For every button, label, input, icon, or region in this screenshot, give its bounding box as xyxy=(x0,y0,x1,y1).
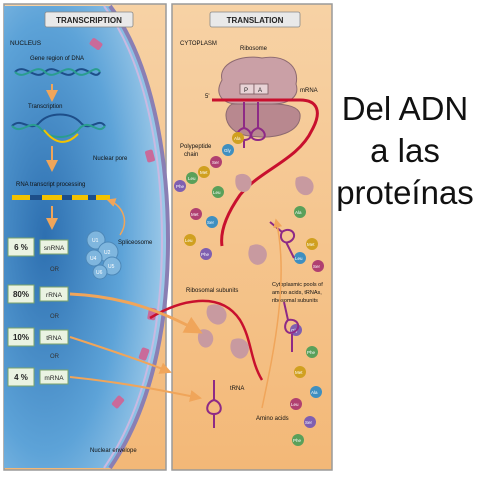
or-3: OR xyxy=(50,354,60,360)
snrnp-u4: U4 xyxy=(90,256,97,262)
aa-met-4: Met xyxy=(295,370,303,375)
aa-ser-4: Ser xyxy=(305,420,313,425)
nucleus-region xyxy=(4,6,168,468)
pools-label-2: amino acids, tRNAs, xyxy=(272,290,322,296)
aa-leu-4: Leu xyxy=(295,256,303,261)
free-amino-acids xyxy=(184,186,324,446)
aa-met-2: Met xyxy=(191,212,199,217)
aa-phe-2: Phe xyxy=(201,252,210,257)
percent-trna: 10% xyxy=(13,333,29,342)
a-site-label: A xyxy=(258,88,262,94)
export-arrows xyxy=(69,218,283,409)
aa-leu-2: Leu xyxy=(213,190,221,195)
spliceosome xyxy=(85,230,122,280)
nuclear-envelope-label: Nuclear envelope xyxy=(90,448,137,454)
mrna-export-strand xyxy=(149,299,264,381)
free-trnas xyxy=(206,221,300,428)
or-1: OR xyxy=(50,267,60,273)
polypeptide-chain xyxy=(174,132,244,192)
snrnp-u6: U6 xyxy=(96,270,103,276)
ribosome-label: Ribosome xyxy=(240,46,268,52)
aa-leu-3: Leu xyxy=(185,238,193,243)
transcription-header: TRANSCRIPTION xyxy=(56,16,122,25)
cytoplasm-label: CYTOPLASM xyxy=(180,41,217,47)
label-mrna: mRNA xyxy=(44,375,64,382)
slide-title: Del ADN a las proteínas xyxy=(330,88,480,214)
translation-header: TRANSLATION xyxy=(227,16,284,25)
trna-in-ribosome xyxy=(236,102,266,148)
label-trna: tRNA xyxy=(46,335,62,342)
spliceosome-label: Spliceosome xyxy=(118,240,153,246)
transcription-header-box xyxy=(44,11,134,28)
rna-transcript xyxy=(12,195,110,200)
aa-ser-2: Ser xyxy=(207,220,215,225)
label-snrna: snRNA xyxy=(44,245,65,252)
label-rrna: rRNA xyxy=(46,292,63,299)
amino-acids-label: Amino acids xyxy=(256,416,289,422)
pools-label-3: ribosomal subunits xyxy=(272,298,318,304)
transcription-panel: TRANSCRIPTION NUCLEUS Gene region of DNA… xyxy=(3,3,171,471)
rna-row-trna: 10% tRNA xyxy=(7,327,69,347)
dna-helix-top xyxy=(14,68,101,76)
aa-leu-5: Leu xyxy=(291,402,299,407)
rna-row-rrna: 80% rRNA xyxy=(7,284,69,304)
rna-row-snrna: 6 % snRNA xyxy=(7,237,69,257)
aa-met-3: Met xyxy=(307,242,315,247)
arrow-spliceosome-loop xyxy=(106,198,126,236)
nuclear-envelope-inner xyxy=(103,5,164,469)
nuclear-pore-label: Nuclear pore xyxy=(93,156,128,162)
percent-snrna: 6 % xyxy=(14,243,28,252)
p-site-label: P xyxy=(244,88,248,94)
dna-transcription-bubble xyxy=(11,113,106,143)
ribosomal-subunits-label: Ribosomal subunits xyxy=(186,288,238,294)
slide-title-line-1: Del ADN xyxy=(341,90,469,127)
arrow-trna-to-ribosome xyxy=(261,218,283,409)
aa-phe-1: Phe xyxy=(176,184,185,189)
arrow-mrna-export xyxy=(69,376,202,402)
snrnp-u1: U1 xyxy=(92,238,99,244)
aa-leu-1: Leu xyxy=(188,176,196,181)
aa-ala-2: Ala xyxy=(295,210,302,215)
nucleus-label: NUCLEUS xyxy=(10,40,42,47)
percent-rrna: 80% xyxy=(13,290,29,299)
aa-ser-1: Ser xyxy=(212,160,220,165)
gene-region-label: Gene region of DNA xyxy=(30,56,84,62)
polypeptide-label-1: Polypeptide xyxy=(180,144,212,150)
nuclear-envelope xyxy=(108,4,171,470)
rna-row-mrna: 4 % mRNA xyxy=(7,367,69,387)
translation-panel: TRANSLATION CYTOPLASM Ribosome P A 5' mR… xyxy=(149,3,333,471)
mrna-strand xyxy=(212,98,319,247)
slide-title-line-2: a las xyxy=(370,132,440,169)
translation-header-box xyxy=(209,11,301,28)
aa-gly-1: Gly xyxy=(224,148,232,153)
ribosome xyxy=(218,56,301,138)
polypeptide-label-2: chain xyxy=(184,152,198,158)
aa-ala-3: Ala xyxy=(311,390,318,395)
slide-title-line-3: proteínas xyxy=(336,174,474,211)
percent-mrna: 4 % xyxy=(14,373,28,382)
five-prime-label: 5' xyxy=(205,94,209,100)
pools-label-1: Cytoplasmic pools of xyxy=(272,282,323,288)
aa-phe-3: Phe xyxy=(307,350,316,355)
snrnp-u2: U2 xyxy=(104,250,111,256)
snrnp-u5: U5 xyxy=(108,264,115,270)
transcription-step-label: Transcription xyxy=(28,104,62,110)
aa-ala-1: Ala xyxy=(234,136,241,141)
mrna-label: mRNA xyxy=(300,88,318,94)
arrow-trna-export xyxy=(69,336,172,374)
aa-met-1: Met xyxy=(200,170,208,175)
aa-phe-4: Phe xyxy=(293,438,302,443)
or-2: OR xyxy=(50,314,60,320)
arrow-rrna-export xyxy=(69,292,203,334)
rna-processing-label: RNA transcript processing xyxy=(16,182,85,188)
aa-ser-3: Ser xyxy=(313,264,321,269)
trna-label: tRNA xyxy=(230,386,244,392)
ribosomal-subunit-blobs xyxy=(197,173,314,359)
